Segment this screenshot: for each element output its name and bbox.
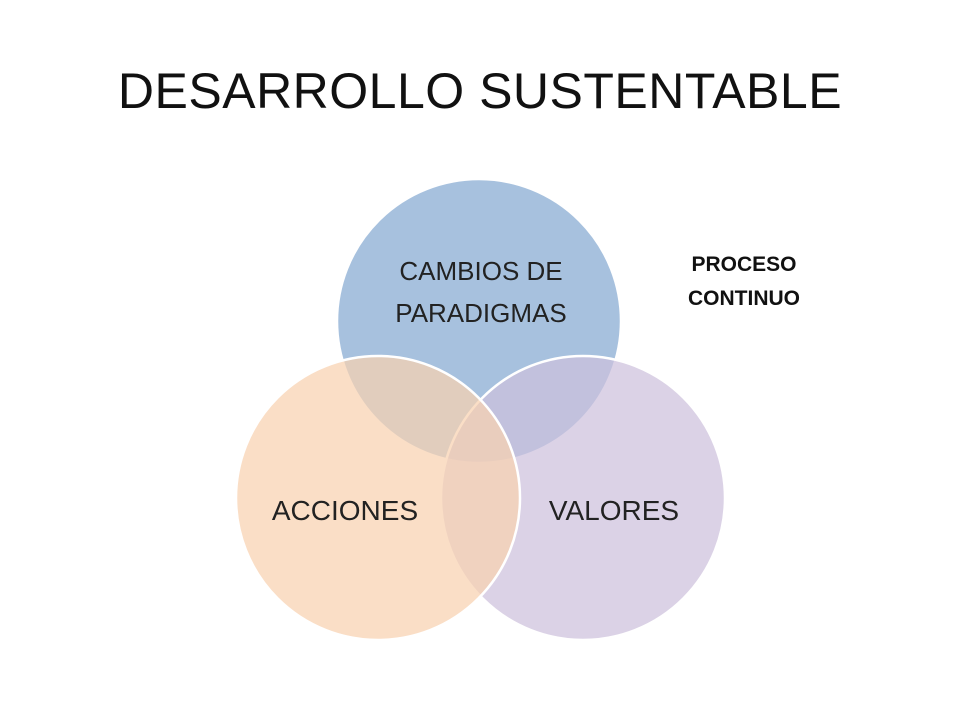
process-note-line1: PROCESO	[691, 253, 797, 276]
label-cambios-line2: PARADIGMAS	[395, 298, 566, 328]
process-note-line2: CONTINUO	[688, 287, 800, 310]
process-note: PROCESO CONTINUO	[654, 248, 834, 316]
label-cambios-line1: CAMBIOS DE	[399, 256, 562, 286]
label-acciones: ACCIONES	[272, 495, 418, 526]
circle-acciones	[234, 354, 522, 642]
slide-title: DESARROLLO SUSTENTABLE	[117, 63, 843, 119]
label-valores: VALORES	[549, 495, 679, 526]
